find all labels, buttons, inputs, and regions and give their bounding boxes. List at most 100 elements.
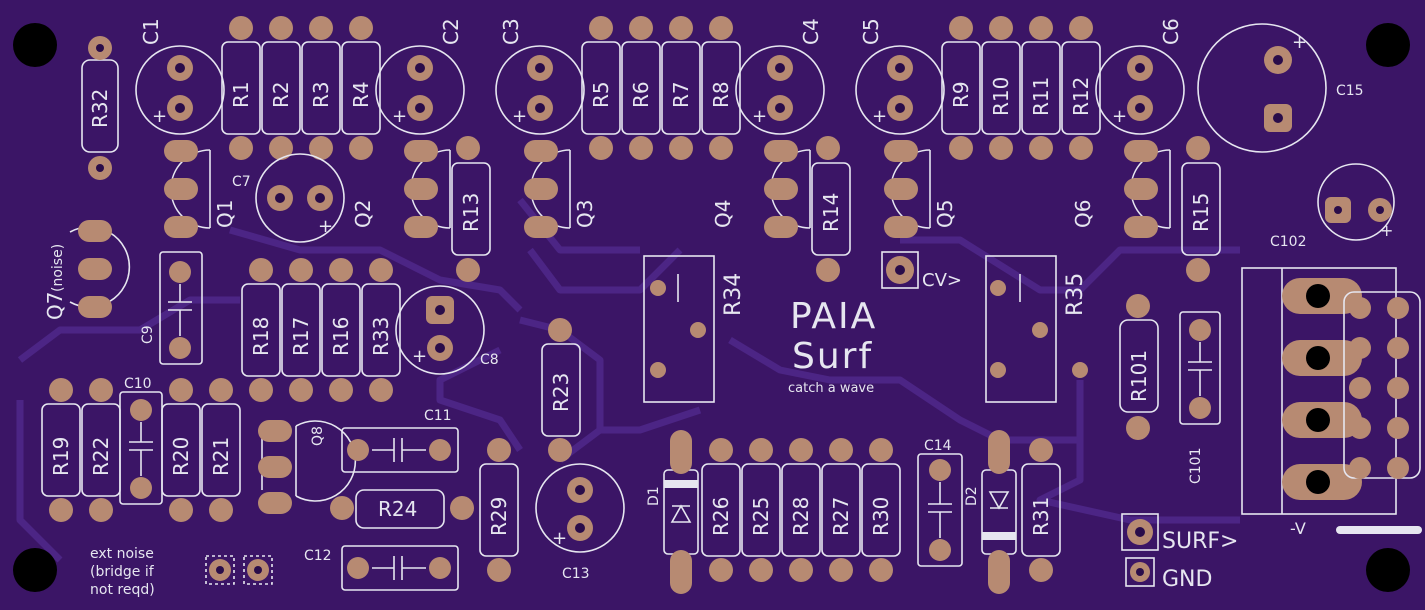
svg-text:+: + [318,216,333,237]
label-c102: C102 [1270,234,1307,250]
label-r22: R22 [89,437,113,476]
label-r12: R12 [1069,77,1093,116]
ext-noise-line1: ext noise [90,546,154,562]
label-c7: C7 [232,174,251,190]
label-r101: R101 [1127,350,1151,402]
label-q5: Q5 [933,200,957,228]
label-r5: R5 [589,81,613,108]
label-r8: R8 [709,81,733,108]
label-r25: R25 [749,497,773,536]
mounting-holes [13,23,1410,592]
transistor-q6: Q6 [1071,140,1171,238]
capacitor-c13: + C13 [535,463,625,582]
label-r18: R18 [249,317,273,356]
capacitor-c2: + C2 [375,18,465,135]
label-q7-noise: (noise) [50,244,66,292]
transistor-q8: Q8 [258,420,357,514]
resistor-r15: R15 [1181,136,1221,282]
label-r32: R32 [88,89,112,128]
svg-text:+: + [512,106,527,127]
label-r4: R4 [349,81,373,108]
label-c5: C5 [859,18,883,45]
label-r28: R28 [789,497,813,536]
label-q7: Q7 [43,292,67,320]
capacitor-c102: + C102 [1270,163,1395,250]
label-q4: Q4 [711,200,735,228]
svg-text:+: + [552,528,567,549]
capacitor-c9: C9 [140,251,203,365]
label-q2: Q2 [351,200,375,228]
label-r33: R33 [369,317,393,356]
label-r21: R21 [209,437,233,476]
capacitor-c15: + C15 [1197,23,1364,153]
gnd-pad: GND [1125,557,1212,592]
label-c1: C1 [139,18,163,45]
label-c4: C4 [799,18,823,45]
label-r11: R11 [1029,77,1053,116]
svg-text:+: + [872,106,887,127]
transistor-q4: Q4 [711,140,811,238]
label-d1: D1 [646,486,662,506]
label-surf: SURF> [1162,529,1238,554]
label-c9: C9 [140,325,156,344]
capacitor-c101: C101 [1179,311,1221,484]
label-gnd: GND [1162,567,1212,592]
label-r29: R29 [487,497,511,536]
label-c2: C2 [439,18,463,45]
brand-tagline: catch a wave [788,381,874,396]
label-r9: R9 [949,81,973,108]
transistor-q1: Q1 [164,140,237,238]
resistor-group-r19-r22: R19 R22 [41,378,121,522]
label-r30: R30 [869,497,893,536]
label-r20: R20 [169,437,193,476]
label-r14: R14 [819,193,843,232]
diode-d2: D2 [964,430,1017,594]
label-r2: R2 [269,81,293,108]
capacitor-c8: + C8 [395,285,499,375]
svg-text:+: + [1112,106,1127,127]
label-r13: R13 [459,193,483,232]
transistor-q2: Q2 [351,140,451,238]
brand-product: Surf [792,336,873,377]
label-c3: C3 [499,18,523,45]
label-r6: R6 [629,81,653,108]
label-c10: C10 [124,376,152,392]
label-c15: C15 [1336,83,1364,99]
via [1073,363,1087,377]
label-c14: C14 [924,438,952,454]
power-connector: -V [1241,267,1422,538]
label-r15: R15 [1189,193,1213,232]
label-r16: R16 [329,317,353,356]
label-q1: Q1 [213,200,237,228]
svg-text:+: + [392,106,407,127]
transistor-q7: Q7 (noise) [43,220,131,320]
svg-text:+: + [1292,32,1307,53]
capacitor-c5: + C5 [855,18,945,135]
label-r23: R23 [549,373,573,412]
svg-text:+: + [752,106,767,127]
resistor-r23: R23 [541,318,581,462]
ext-noise-line2: (bridge if [90,564,155,580]
resistor-r13: R13 [451,136,491,282]
ext-noise-line3: not reqd) [90,582,155,598]
label-r7: R7 [669,81,693,108]
resistor-group-r9-r12: R9 R10 R11 R12 [941,16,1101,160]
capacitor-c11: C11 [341,408,459,473]
capacitor-c12: C12 [304,545,459,591]
diode-d1: D1 [646,430,699,594]
resistor-r31: R31 [1021,438,1061,582]
label-r17: R17 [289,317,313,356]
trimmer-r34: R34 [643,255,746,403]
label-r19: R19 [49,437,73,476]
label-q8: Q8 [310,426,326,446]
label-r26: R26 [709,497,733,536]
resistor-group-r1-r4: R1 R2 R3 R4 [221,16,381,160]
resistor-group-r5-r8: R5 R6 R7 R8 [581,16,741,160]
capacitor-c6: + C6 [1095,18,1185,135]
capacitor-c14: C14 [917,438,963,567]
label-c11: C11 [424,408,452,424]
capacitor-c7: + C7 [232,153,345,243]
transistor-q3: Q3 [524,140,597,238]
surf-output-pad: SURF> [1121,513,1238,554]
